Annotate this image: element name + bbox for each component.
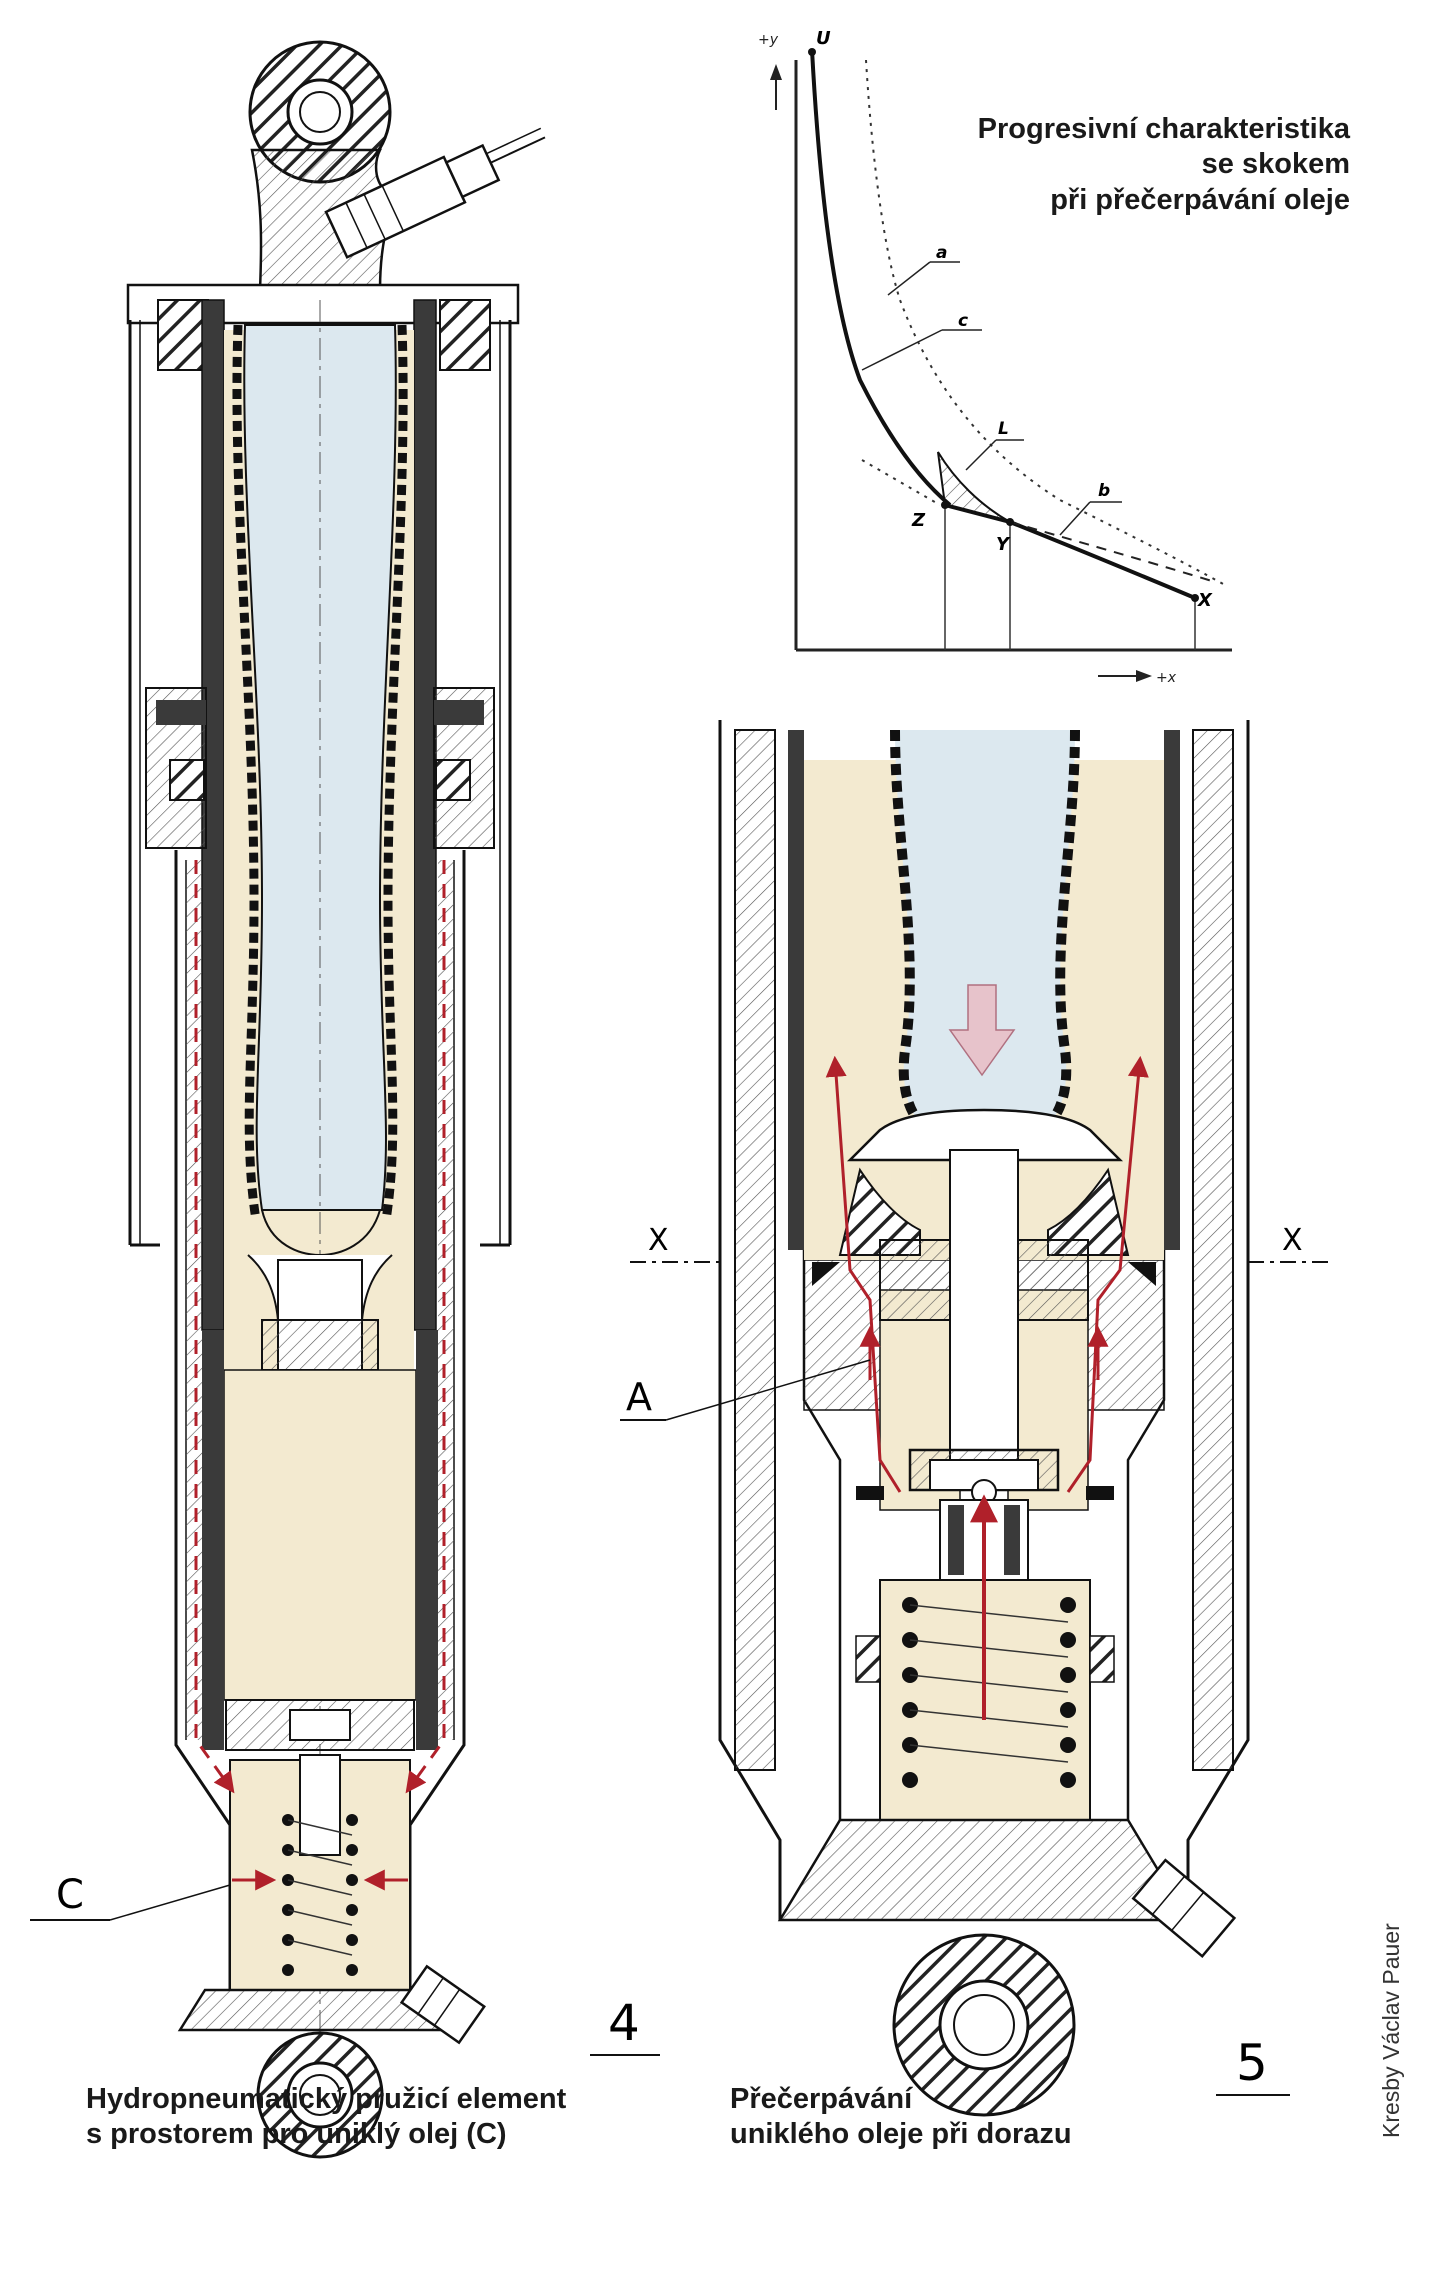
graph-title-line-3: při přečerpávání oleje [1050, 183, 1350, 216]
figure-4-drawing: C 4 [30, 40, 660, 2159]
characteristic-graph: +y +x U Z Y X a c L [758, 28, 1232, 686]
figure-4-caption: Hydropneumatický pružicí element s prost… [86, 2082, 566, 2153]
point-U: U [816, 28, 831, 49]
curve-a [865, 59, 1226, 586]
axis-x-label: +x [1156, 670, 1177, 686]
figure-number-4: 4 [608, 1994, 640, 2052]
figure-number-5: 5 [1236, 2034, 1268, 2092]
graph-title-line-1: Progresivní charakteristika [977, 113, 1350, 145]
section-label-A: A [626, 1375, 652, 1419]
curve-a-label: a [936, 243, 947, 263]
section-marker-X-left: X [648, 1223, 669, 1258]
figure-4-caption-line-1: Hydropneumatický pružicí element [86, 2083, 567, 2115]
point-X: X [1197, 590, 1213, 611]
curve-c [810, 49, 952, 507]
figure-5-caption: Přečerpávání uniklého oleje při dorazu [730, 2082, 1072, 2153]
point-Y: Y [996, 534, 1011, 555]
figure-5-caption-line-2: uniklého oleje při dorazu [730, 2118, 1072, 2151]
curve-L-label: L [998, 419, 1009, 439]
graph-title-line-2: se skokem [1201, 148, 1350, 181]
curve-c-label: c [958, 311, 968, 331]
axis-y-label: +y [758, 32, 779, 48]
graph-title: Progresivní charakteristika se skokem př… [978, 112, 1350, 218]
curve-b-label: b [1098, 481, 1110, 501]
curve-b [1009, 521, 1216, 583]
drawing-credit-text: Kresby Václav Pauer [1378, 1923, 1404, 2138]
section-marker-X-right: X [1282, 1223, 1303, 1258]
point-Z: Z [911, 510, 926, 531]
figure-5-caption-line-1: Přečerpávání [730, 2083, 913, 2115]
section-label-C: C [56, 1872, 84, 1918]
figure-5-drawing: X X A 5 [620, 720, 1330, 2117]
figure-4-caption-line-2: s prostorem pro uniklý olej (C) [86, 2118, 507, 2151]
